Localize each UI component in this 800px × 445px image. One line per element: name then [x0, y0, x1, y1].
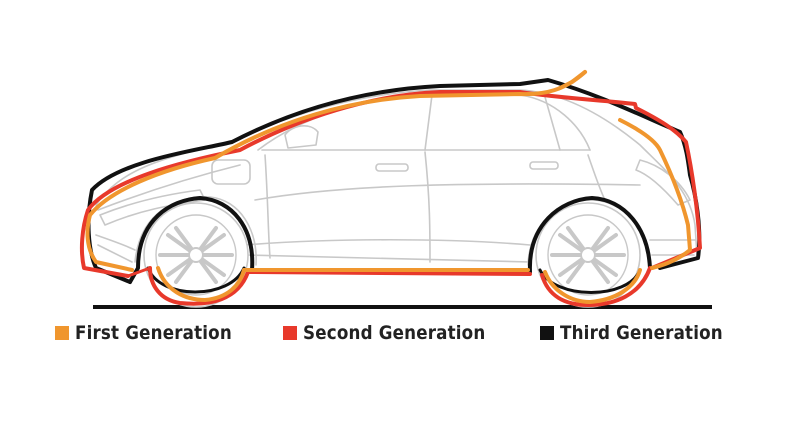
legend: First Generation Second Generation Third…	[0, 322, 800, 344]
second-generation-label: Second Generation	[303, 322, 486, 344]
legend-item-third-generation: Third Generation	[540, 322, 745, 344]
first-generation-swatch	[54, 326, 69, 340]
third-generation-swatch	[540, 326, 555, 340]
second-generation-outline	[79, 90, 702, 307]
legend-item-first-generation: First Generation	[54, 322, 253, 344]
first-generation-outline	[85, 70, 692, 304]
first-generation-label: First Generation	[74, 322, 232, 344]
second-generation-swatch	[283, 326, 297, 340]
third-generation-label: Third Generation	[560, 322, 724, 344]
legend-item-second-generation: Second Generation	[283, 322, 510, 344]
front-wheel	[143, 202, 249, 308]
rear-wheel	[535, 202, 641, 308]
